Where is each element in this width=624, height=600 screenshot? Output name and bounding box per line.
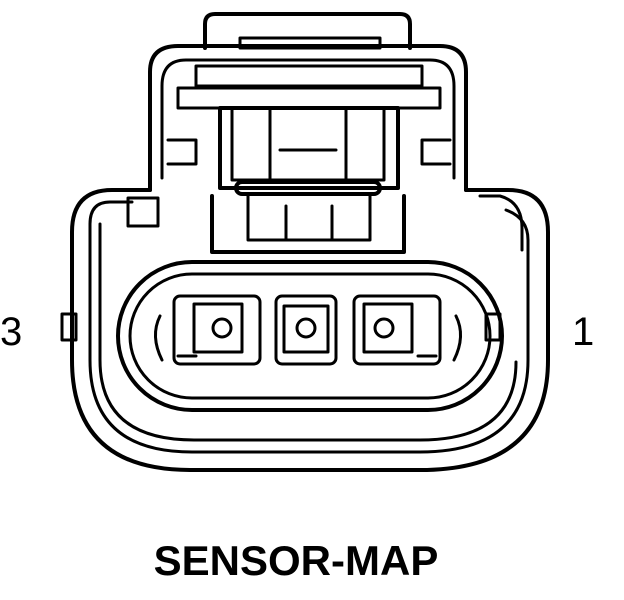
diagram-title: SENSOR-MAP bbox=[153, 537, 439, 584]
pin-terminal-1 bbox=[352, 294, 462, 366]
connector-latch-top bbox=[203, 12, 412, 50]
connector-upper-housing bbox=[148, 44, 468, 254]
pin-number-left: 3 bbox=[0, 310, 23, 354]
connector-outer-shroud bbox=[70, 188, 550, 472]
pin-number-right: 1 bbox=[572, 310, 595, 354]
pin-terminal-3 bbox=[154, 294, 262, 366]
pin-cavity-oval bbox=[60, 260, 504, 412]
pin-terminal-2 bbox=[274, 294, 338, 366]
